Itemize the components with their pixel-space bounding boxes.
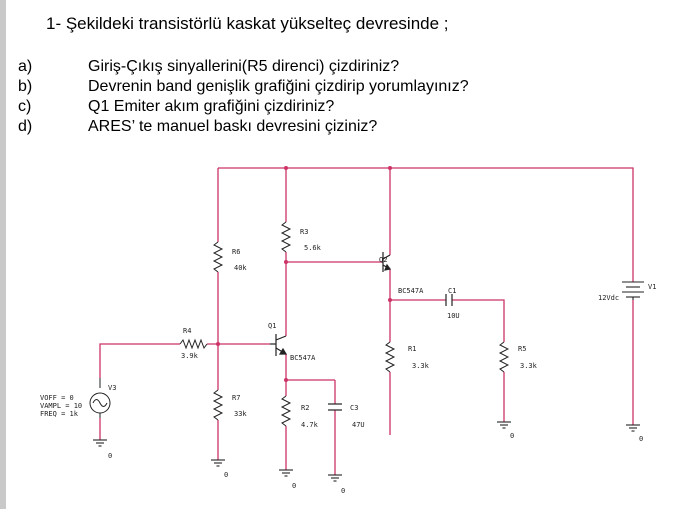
q1-name: Q1: [268, 322, 276, 330]
r4-name: R4: [183, 327, 191, 335]
circuit-wires: [99, 167, 634, 475]
r5-value: 3.3k: [520, 362, 538, 370]
q2-name: Q2: [379, 256, 387, 264]
junction-dots: [216, 166, 392, 382]
transistor-q1: [270, 334, 288, 356]
r6-value: 40k: [234, 264, 247, 272]
r3-name: R3: [300, 228, 308, 236]
question-letters: a) b) c) d): [18, 57, 32, 137]
question-text: Giriş-Çıkış sinyallerini(R5 direnci) çiz…: [88, 58, 400, 75]
resistor-r3: [280, 221, 292, 253]
v1-value: 12Vdc: [598, 294, 619, 302]
ground-label: 0: [292, 482, 296, 490]
r3-value: 5.6k: [304, 244, 322, 252]
resistor-r5: [498, 341, 510, 373]
r2-value: 4.7k: [301, 421, 319, 429]
r1-name: R1: [408, 345, 416, 353]
r7-value: 33k: [234, 410, 247, 418]
transistor-q2: [382, 252, 392, 272]
c1-name: C1: [448, 287, 456, 295]
resistor-r2: [280, 395, 292, 427]
ground-symbols: [93, 421, 640, 482]
problem-title: 1- Şekildeki transistörlü kaskat yükselt…: [46, 14, 449, 33]
r2-name: R2: [301, 404, 309, 412]
ground-label: 0: [341, 487, 345, 495]
v3-freq: FREQ = 1k: [40, 410, 79, 418]
ground-label: 0: [108, 452, 112, 460]
ac-source-v3: [89, 378, 111, 418]
question-letter: b): [18, 78, 33, 95]
ground-label: 0: [510, 432, 514, 440]
question-text: Q1 Emiter akım grafiğini çizdiriniz?: [88, 98, 335, 115]
left-margin-bar: [0, 0, 6, 509]
resistor-r4: [179, 338, 208, 350]
capacitor-c3: [328, 403, 342, 411]
r1-value: 3.3k: [412, 362, 430, 370]
r6-name: R6: [232, 248, 240, 256]
c3-name: C3: [350, 404, 358, 412]
r5-name: R5: [518, 345, 526, 353]
ground-label: 0: [224, 471, 228, 479]
resistor-r6: [212, 241, 224, 273]
c3-value: 47U: [352, 421, 365, 429]
resistor-r1: [384, 341, 396, 373]
question-letter: c): [18, 98, 32, 115]
question-text: Devrenin band genişlik grafiğini çizdiri…: [88, 78, 469, 95]
question-list: Giriş-Çıkış sinyallerini(R5 direnci) çiz…: [88, 57, 469, 137]
dc-supply-v1: [622, 281, 644, 300]
capacitor-c1: [445, 294, 453, 306]
v3-voff: VOFF = 0: [40, 394, 74, 402]
q2-model: BC547A: [398, 287, 424, 295]
ground-label: 0: [639, 435, 643, 443]
r7-name: R7: [232, 394, 240, 402]
question-text: ARES’ te manuel baskı devresini çiziniz?: [88, 118, 378, 135]
question-letter: d): [18, 118, 33, 135]
question-letter: a): [18, 58, 33, 75]
v3-name: V3: [108, 384, 116, 392]
v3-vampl: VAMPL = 10: [40, 402, 82, 410]
q1-model: BC547A: [290, 354, 316, 362]
v1-name: V1: [648, 283, 656, 291]
resistor-r7: [212, 389, 224, 421]
c1-value: 10U: [447, 312, 460, 320]
r4-value: 3.9k: [181, 352, 199, 360]
